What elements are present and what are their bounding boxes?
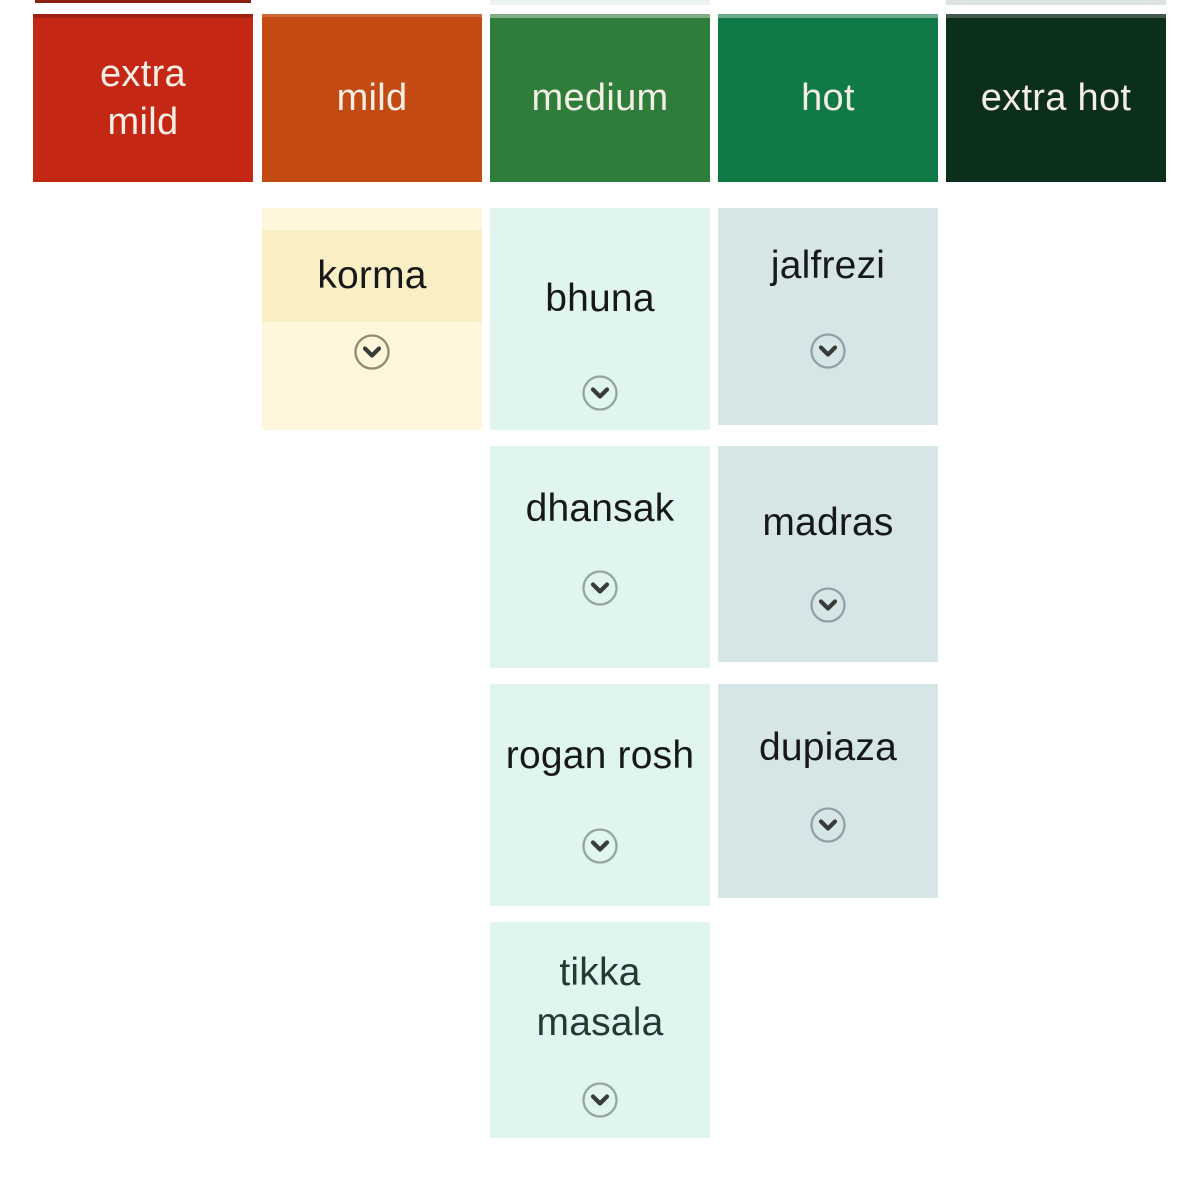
curry-card-korma: korma xyxy=(262,208,482,430)
category-header-hot: hot xyxy=(718,14,938,182)
crop-artifact xyxy=(35,0,251,3)
curry-card-tikka-masala: tikka masala xyxy=(490,922,710,1138)
chevron-down-icon xyxy=(582,375,618,411)
expand-button[interactable] xyxy=(808,585,848,625)
chevron-down-icon xyxy=(582,1082,618,1118)
expand-button[interactable] xyxy=(580,568,620,608)
chevron-down-icon xyxy=(810,587,846,623)
category-label: hot xyxy=(801,76,855,119)
label-band: korma xyxy=(262,230,482,322)
chevron-down-icon xyxy=(810,333,846,369)
chevron-down-icon xyxy=(582,570,618,606)
category-header-extra-mild: extra mild xyxy=(33,14,253,182)
curry-card-bhuna: bhuna xyxy=(490,208,710,430)
category-header-medium: medium xyxy=(490,14,710,182)
category-label: extra mild xyxy=(100,52,186,143)
crop-artifact xyxy=(490,0,710,5)
expand-button[interactable] xyxy=(580,373,620,413)
curry-card-jalfrezi: jalfrezi xyxy=(718,208,938,425)
curry-card-dupiaza: dupiaza xyxy=(718,684,938,898)
chevron-down-icon xyxy=(354,334,390,370)
expand-button[interactable] xyxy=(808,331,848,371)
crop-artifact xyxy=(946,0,1166,5)
category-header-extra-hot: extra hot xyxy=(946,14,1166,182)
expand-button[interactable] xyxy=(580,826,620,866)
curry-name: rogan rosh xyxy=(505,734,695,777)
curry-name: dupiaza xyxy=(758,726,897,769)
curry-card-dhansak: dhansak xyxy=(490,446,710,668)
chevron-down-icon xyxy=(582,828,618,864)
category-label: extra hot xyxy=(980,76,1132,119)
curry-name: korma xyxy=(317,254,427,298)
category-header-mild: mild xyxy=(262,14,482,182)
curry-name: tikka masala xyxy=(536,951,664,1044)
curry-name: madras xyxy=(762,501,894,544)
category-label: medium xyxy=(531,76,669,119)
curry-name: bhuna xyxy=(545,277,655,320)
curry-card-rogan-rosh: rogan rosh xyxy=(490,684,710,906)
expand-button[interactable] xyxy=(580,1080,620,1120)
curry-card-madras: madras xyxy=(718,446,938,662)
curry-name: dhansak xyxy=(525,487,675,530)
category-label: mild xyxy=(336,76,408,119)
chevron-down-icon xyxy=(810,807,846,843)
expand-button[interactable] xyxy=(808,805,848,845)
curry-name: jalfrezi xyxy=(770,244,886,287)
expand-button[interactable] xyxy=(352,332,392,372)
